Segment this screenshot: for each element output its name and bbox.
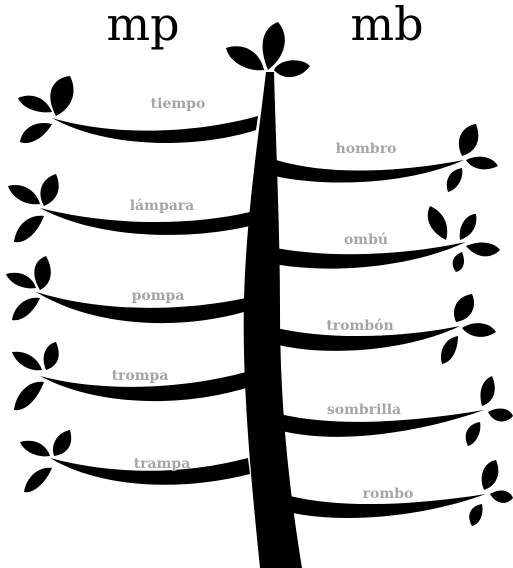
right-leaves xyxy=(428,124,513,526)
word-left-4: trompa xyxy=(112,368,169,384)
word-right-5: rombo xyxy=(363,486,414,502)
header-mb: mb xyxy=(350,0,423,51)
left-leaves xyxy=(6,76,74,492)
word-left-1: tiempo xyxy=(151,96,206,112)
word-right-3: trombón xyxy=(326,318,393,334)
word-right-4: sombrilla xyxy=(327,402,401,418)
word-right-1: hombro xyxy=(336,141,397,157)
header-mp: mp xyxy=(106,0,179,51)
tree-trunk xyxy=(244,72,302,568)
word-left-2: lámpara xyxy=(130,198,195,214)
word-left-5: trampa xyxy=(134,456,191,472)
crown-leaves xyxy=(226,22,310,77)
word-right-2: ombú xyxy=(344,232,388,248)
word-left-3: pompa xyxy=(132,288,185,304)
